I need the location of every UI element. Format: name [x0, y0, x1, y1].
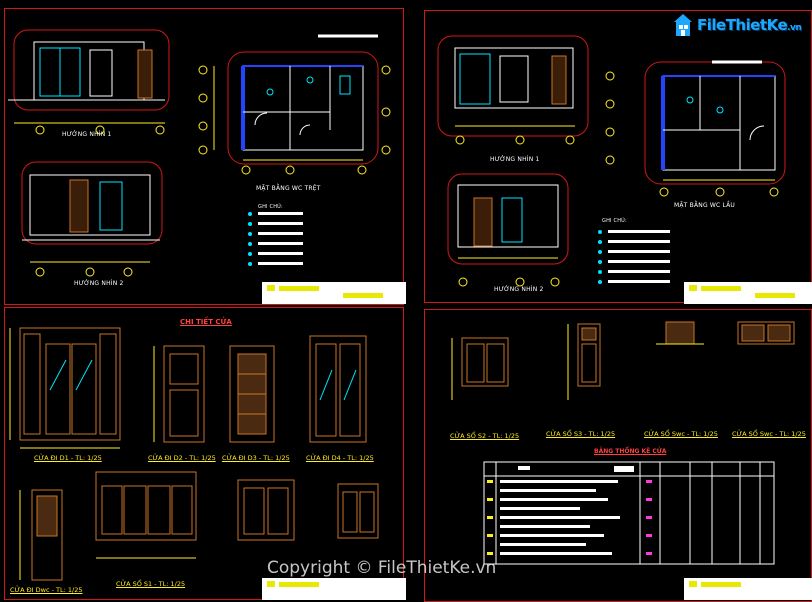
window-swc-caption: CỬA SỔ Swc - TL: 1/25 [644, 430, 718, 438]
door-d4-drawing [309, 335, 367, 443]
door-d1-caption: CỬA ĐI D1 - TL: 1/25 [34, 454, 102, 462]
window-s2-drawing [451, 337, 509, 400]
site-logo: FileThietKe.vn [672, 10, 802, 40]
door-schedule-table [483, 461, 775, 565]
elevation-2-drawing [21, 161, 163, 277]
logo-name: FileThietKe [697, 16, 788, 34]
elevation-1-drawing [8, 29, 170, 135]
window-swc2-drawing [737, 321, 795, 345]
notes-list-1 [248, 212, 303, 266]
door-schedule-title: BẢNG THỐNG KÊ CỬA [594, 448, 667, 455]
notes-label: GHI CHÚ: [602, 218, 627, 224]
door-d4-caption: CỬA ĐI D4 - TL: 1/25 [306, 454, 374, 462]
notes-list-2 [598, 230, 670, 284]
floor-plan-label: MẶT BẰNG WC TRỆT [256, 185, 321, 192]
window-swc1-drawing [656, 321, 704, 345]
floor-plan-label: MẶT BẰNG WC LẦU [674, 202, 735, 209]
door-d1-drawing [9, 327, 121, 449]
door-d3-caption: CỬA ĐI D3 - TL: 1/25 [222, 454, 290, 462]
title-block-2 [684, 282, 812, 304]
logo-text: FileThietKe.vn [697, 16, 802, 34]
window-s1-caption: CỬA SỔ S1 - TL: 1/25 [116, 580, 186, 588]
door-dwc-drawing [19, 489, 63, 581]
elevation-1-upper-drawing [437, 35, 589, 145]
title-block-1 [262, 282, 406, 304]
house-logo-icon [672, 12, 694, 38]
elevation-2-upper-drawing [447, 173, 569, 287]
floor-plan-ground-drawing [198, 34, 391, 175]
elevation-2-label: HƯỚNG NHÌN 2 [74, 280, 124, 287]
copyright-watermark: Copyright © FileThietKe.vn [267, 558, 497, 578]
door-d2-drawing [153, 345, 205, 443]
window-s1-drawing [95, 471, 197, 559]
window-s-mid-drawing [237, 479, 379, 541]
door-detail-title: CHI TIẾT CỬA [180, 318, 232, 326]
elevation-2-label: HƯỚNG NHÌN 2 [494, 286, 544, 293]
title-block-3 [262, 578, 406, 600]
sheet-frame-wc-ground [4, 8, 404, 305]
elevation-1-label: HƯỚNG NHÌN 1 [490, 156, 540, 163]
floor-plan-upper-drawing [605, 60, 786, 197]
title-block-4 [684, 578, 812, 600]
window-s3-drawing [567, 323, 601, 400]
door-dwc-caption: CỬA ĐI Dwc - TL: 1/25 [10, 586, 83, 594]
sheet-frame-door-detail [4, 307, 404, 600]
notes-label: GHI CHÚ: [258, 204, 283, 210]
window-swc-caption-2: CỬA SỔ Swc - TL: 1/25 [732, 430, 806, 438]
logo-suffix: .vn [787, 23, 802, 33]
door-d2-caption: CỬA ĐI D2 - TL: 1/25 [148, 454, 216, 462]
window-s3-caption: CỬA SỔ S3 - TL: 1/25 [546, 430, 616, 438]
window-s2-caption: CỬA SỔ S2 - TL: 1/25 [450, 432, 520, 440]
elevation-1-label: HƯỚNG NHÌN 1 [62, 131, 112, 138]
door-d3-drawing [229, 345, 275, 443]
